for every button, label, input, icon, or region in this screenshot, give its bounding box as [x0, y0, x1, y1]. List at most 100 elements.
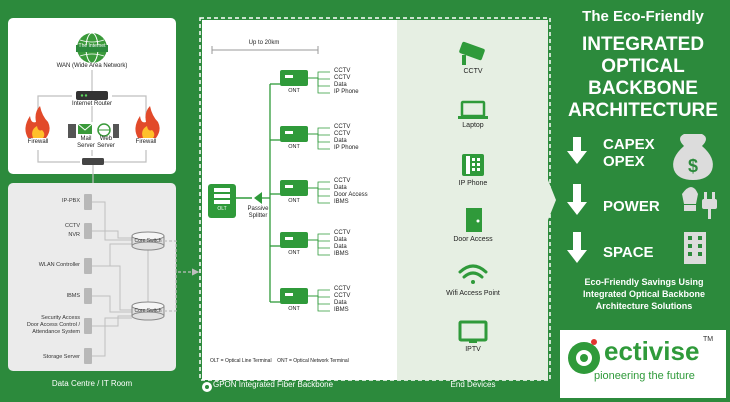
end-device-label: IP Phone — [458, 180, 488, 187]
ont-label: ONT — [288, 198, 300, 204]
firewall-left-label: Firewall — [27, 139, 49, 145]
ont-icon — [280, 232, 308, 248]
money-bag-icon: $ — [673, 134, 713, 180]
ont-service: CCTV — [334, 124, 351, 130]
core-switch-2-icon — [131, 301, 165, 321]
router-label: Internet Router — [71, 101, 113, 107]
data-centre-item: CCTV — [65, 223, 80, 229]
headline-main: INTEGRATED OPTICAL BACKBONE ARCHITECTURE — [568, 34, 718, 121]
iptv-icon — [458, 320, 488, 343]
ont-service: CCTV — [334, 178, 351, 184]
splitter-icon — [254, 192, 262, 204]
ont-service: CCTV — [334, 230, 351, 236]
end-devices-title: End Devices — [450, 380, 496, 389]
server-icon — [68, 124, 76, 138]
arrow-down-icon — [567, 232, 587, 263]
core-switch-1-label: Core Switch — [134, 238, 162, 244]
core-switch-1-icon — [131, 231, 165, 251]
ont-service: IP Phone — [334, 145, 359, 151]
data-centre-item: IBMS — [66, 293, 80, 299]
ont-icon — [280, 126, 308, 142]
power-label: POWER — [603, 198, 660, 215]
laptop-icon — [458, 100, 488, 119]
ectivise-logo-icon — [568, 339, 600, 374]
firewall-left-icon — [25, 106, 50, 138]
data-centre-item: Door Access Control / Attendance System — [26, 322, 80, 335]
plug-icon — [702, 192, 717, 219]
gpon-panel — [199, 17, 551, 381]
data-centre-panel — [8, 183, 176, 371]
distance-ruler — [211, 46, 319, 54]
space-label: SPACE — [603, 244, 654, 261]
ont-service: IBMS — [334, 251, 349, 257]
ont-service: Data — [334, 185, 347, 191]
data-centre-item: IP-PBX — [61, 198, 80, 204]
end-device-label: CCTV — [463, 68, 483, 75]
mail-server-label: Mail Server — [77, 136, 95, 149]
lightbulb-icon — [682, 187, 698, 211]
wifi-icon — [458, 264, 488, 284]
legend-note: OLT = Optical Line Terminal ONT = Optica… — [210, 358, 349, 364]
data-centre-item: Storage Server — [43, 354, 80, 360]
ont-icon — [280, 180, 308, 196]
data-centre-title: Data Centre / IT Room — [51, 379, 133, 388]
door-icon — [466, 208, 482, 232]
ont-service: CCTV — [334, 75, 351, 81]
trademark: TM — [703, 336, 714, 343]
end-device-label: Wifi Access Point — [446, 290, 500, 297]
headline-sub: The Eco-Friendly — [582, 8, 704, 25]
gpon-logo-icon — [200, 380, 224, 392]
core-switch-2-label: Core Switch — [134, 308, 162, 314]
brand-name: ectivise — [604, 336, 700, 366]
splitter-label: Passive Splitter — [247, 206, 269, 219]
ont-service: Data — [334, 244, 347, 250]
firewall-right-label: Firewall — [135, 139, 157, 145]
end-device-label: Door Access — [453, 236, 493, 243]
arrow-down-icon — [567, 137, 587, 164]
internet-label: The Internet — [78, 43, 106, 49]
ont-service: Data — [334, 237, 347, 243]
web-server-label: Web Server — [97, 136, 115, 149]
data-centre-item: Security Access — [41, 315, 80, 321]
ont-service: IP Phone — [334, 89, 359, 95]
ont-service: IBMS — [334, 307, 349, 313]
olt-label: OLT — [217, 206, 227, 212]
ont-icon — [280, 288, 308, 304]
ont-label: ONT — [288, 306, 300, 312]
ont-service: IBMS — [334, 199, 349, 205]
ont-service: Door Access — [334, 192, 368, 198]
ont-label: ONT — [288, 144, 300, 150]
end-device-label: IPTV — [465, 346, 481, 353]
ont-service: Data — [334, 138, 347, 144]
olt-icon — [208, 184, 236, 218]
cctv-icon — [459, 41, 485, 65]
end-device-label: Laptop — [462, 122, 484, 129]
building-icon — [684, 232, 706, 264]
data-centre-item: NVR — [68, 232, 80, 238]
server-racks — [84, 194, 92, 364]
ont-service: Data — [334, 300, 347, 306]
data-centre-item: WLAN Controller — [38, 262, 80, 268]
arrow-down-icon — [567, 184, 587, 215]
tagline: pioneering the future — [594, 370, 695, 382]
distance-label: Up to 20km — [248, 40, 280, 46]
ont-service: Data — [334, 82, 347, 88]
ont-label: ONT — [288, 88, 300, 94]
router-icon — [76, 91, 108, 100]
ont-service: CCTV — [334, 68, 351, 74]
ont-label: ONT — [288, 250, 300, 256]
mail-icon — [78, 124, 92, 134]
gpon-title: GPON Integrated Fiber Backbone — [213, 380, 334, 389]
firewall-right-icon — [135, 106, 160, 138]
ip-phone-icon — [462, 154, 484, 176]
switch-icon — [82, 158, 104, 165]
wan-label: WAN (Wide Area Network) — [56, 63, 128, 69]
arrow-tip — [548, 180, 556, 220]
ont-service: CCTV — [334, 286, 351, 292]
ont-service: CCTV — [334, 131, 351, 137]
ont-service: CCTV — [334, 293, 351, 299]
